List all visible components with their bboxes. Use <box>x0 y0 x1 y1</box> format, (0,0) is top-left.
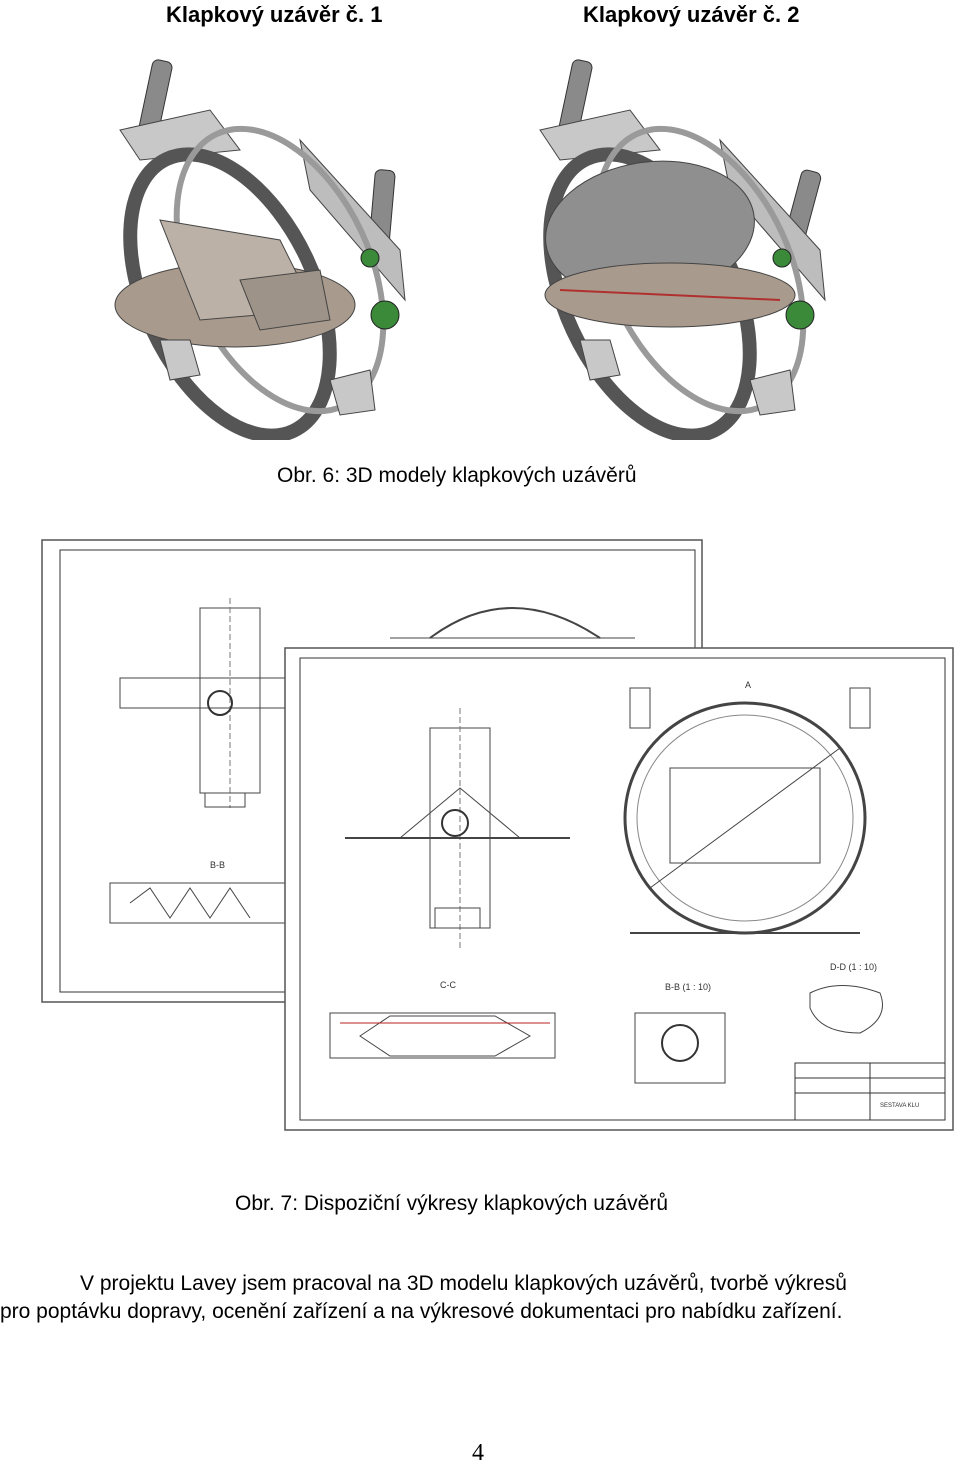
heading-valve-2: Klapkový uzávěr č. 2 <box>583 2 800 27</box>
drawing-label-dd-scale: D-D (1 : 10) <box>830 962 877 972</box>
drawing-label-bb-scale: B-B (1 : 10) <box>665 982 711 992</box>
figure-drawings: B-B A C-C B-B (1 : 10) D-D (1 : 10) <box>41 539 954 1131</box>
heading-valve-1: Klapkový uzávěr č. 1 <box>166 2 383 27</box>
valve-1-3d-model <box>114 59 406 440</box>
drawing-sheet-front: A C-C B-B (1 : 10) D-D (1 : 10) SESTAVA … <box>284 647 954 1131</box>
drawing-label-bb: B-B <box>210 860 225 870</box>
figure-6-caption: Obr. 6: 3D modely klapkových uzávěrů <box>277 464 637 487</box>
drawing-label-cc: C-C <box>440 980 456 990</box>
paragraph-line-1: V projektu Lavey jsem pracoval na 3D mod… <box>80 1272 847 1295</box>
paragraph-line-2: pro poptávku dopravy, ocenění zařízení a… <box>0 1300 843 1323</box>
figure-7-caption: Obr. 7: Dispoziční výkresy klapkových uz… <box>235 1192 669 1215</box>
drawing-label-dim-a: A <box>745 680 751 690</box>
page-number: 4 <box>472 1440 484 1466</box>
figure-3d-models <box>114 59 826 440</box>
title-block-name: SESTAVA KLU <box>880 1103 919 1109</box>
valve-2-3d-model <box>539 59 826 440</box>
